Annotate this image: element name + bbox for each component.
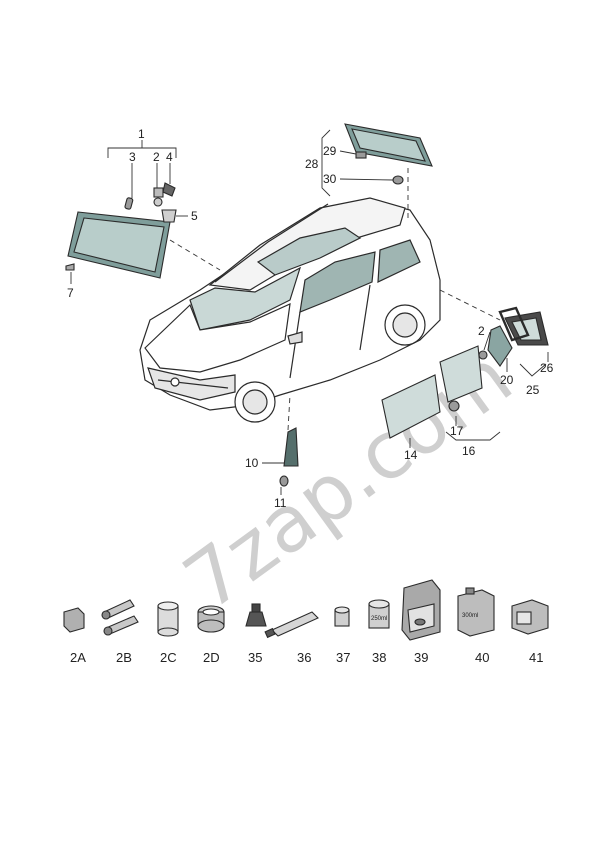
callout-28: 28 [305,157,319,171]
callout-2-rear: 2 [478,324,485,338]
callout-11: 11 [274,496,287,510]
door-glass-leaders [409,416,501,448]
rear-window-leaders [321,129,409,220]
rear-window-assembly [344,123,433,185]
windshield-assembly [65,182,177,279]
front-quarter-glass [279,427,299,487]
label-2B: 2B [116,650,132,665]
label-40: 40 [475,650,489,665]
tube-36-icon [264,611,319,639]
callout-3: 3 [129,150,136,164]
callout-2: 2 [153,150,160,164]
accessory-icons: 250ml 300ml [63,579,549,641]
callout-17: 17 [450,424,464,438]
callout-20: 20 [500,373,514,387]
callout-30: 30 [323,172,337,186]
callout-26: 26 [540,361,554,375]
label-2A: 2A [70,650,86,665]
label-2C: 2C [160,650,177,665]
callout-25: 25 [526,383,540,397]
can-38-label: 250ml [371,616,387,622]
callout-4: 4 [166,150,173,164]
callout-labels: 1 3 2 4 5 7 28 29 30 10 11 14 16 17 2 20… [67,127,554,510]
front-quarter-leaders [262,394,291,495]
callout-5: 5 [191,209,198,223]
label-37: 37 [336,650,350,665]
box-41-icon [511,599,549,635]
label-39: 39 [414,650,428,665]
kit-39-icon [401,579,441,641]
tubes-2B-icon [101,599,139,636]
cylinder-2C-icon [157,601,179,637]
container-40-label: 300ml [462,613,478,619]
container-40-icon: 300ml [457,587,495,637]
accessory-labels: 2A 2B 2C 2D 35 36 37 38 39 40 41 [70,650,543,665]
rear-quarter-leaders [439,289,549,377]
label-35: 35 [248,650,262,665]
ring-2D-icon [197,605,225,633]
can-38-icon: 250ml [368,599,390,629]
callout-7: 7 [67,286,74,300]
clip-2A-icon [63,607,85,633]
label-41: 41 [529,650,543,665]
callout-14: 14 [404,448,418,462]
callout-1: 1 [138,127,145,141]
callout-10: 10 [245,456,259,470]
callout-29: 29 [323,144,337,158]
label-38: 38 [372,650,386,665]
jar-37-icon [334,606,350,627]
car-body [139,197,441,423]
door-glasses [381,345,483,439]
label-36: 36 [297,650,311,665]
rear-quarter-glasses [478,306,549,367]
nozzle-35-icon [245,603,267,627]
callout-16: 16 [462,444,476,458]
label-2D: 2D [203,650,220,665]
windshield-leaders [70,140,221,284]
